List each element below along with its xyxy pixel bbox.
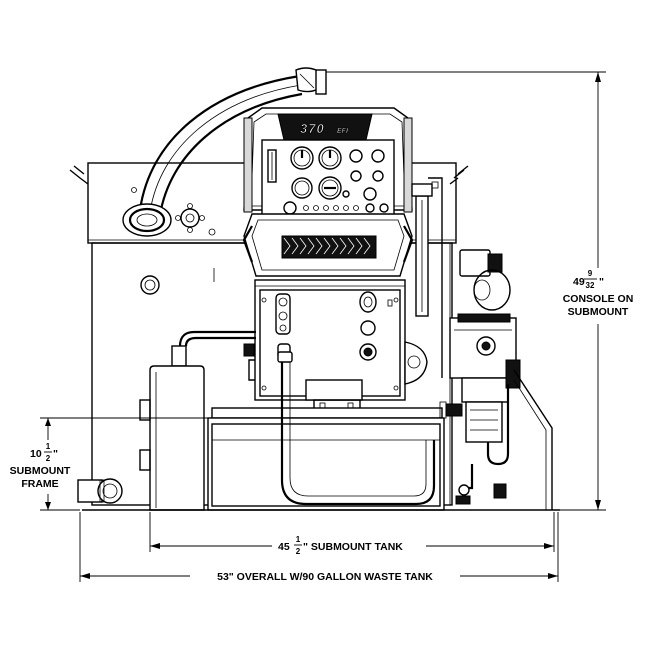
dim-overall-label: 53" OVERALL W/90 GALLON WASTE TANK xyxy=(217,571,433,583)
model-logo: 370 xyxy=(300,121,325,136)
grille-pattern xyxy=(283,237,371,255)
dim-tank-denominator: 2 xyxy=(296,547,301,556)
engine-cabinet xyxy=(171,279,443,419)
dim-submount-tank: 45 1 2 " SUBMOUNT TANK xyxy=(278,535,403,556)
dim-frame-inch: " xyxy=(53,448,58,460)
dim-tank-whole: 45 xyxy=(278,541,290,553)
dim-tank-label: " SUBMOUNT TANK xyxy=(303,541,403,553)
waste-tank xyxy=(77,365,560,511)
gear-icon xyxy=(175,203,205,233)
dim-console-inch: " xyxy=(599,276,604,288)
dim-frame-denominator: 2 xyxy=(46,454,51,463)
dim-frame-label-2: FRAME xyxy=(21,478,58,490)
port-icon xyxy=(140,275,160,295)
dim-tank-numerator: 1 xyxy=(296,535,301,544)
dim-console-label-1: CONSOLE ON xyxy=(563,293,634,305)
pump-module xyxy=(411,177,553,510)
model-logo-suffix: EFI xyxy=(337,128,349,135)
dim-console-denominator: 32 xyxy=(586,281,595,290)
dim-console-whole: 49 xyxy=(573,276,585,288)
dim-console-height: 49 9 32 " CONSOLE ON SUBMOUNT xyxy=(563,269,634,318)
intake-hose xyxy=(122,67,327,237)
dim-frame-whole: 10 xyxy=(30,448,42,460)
dim-frame-label-1: SUBMOUNT xyxy=(10,465,71,477)
submount-tank xyxy=(207,351,445,511)
dim-submount-frame: 10 1 2 " SUBMOUNT FRAME xyxy=(10,442,71,490)
dim-frame-numerator: 1 xyxy=(46,442,51,451)
dimension-lines xyxy=(40,71,606,582)
dim-console-numerator: 9 xyxy=(588,269,593,278)
control-console: 370 EFI xyxy=(242,107,414,277)
dim-console-label-2: SUBMOUNT xyxy=(568,306,629,318)
